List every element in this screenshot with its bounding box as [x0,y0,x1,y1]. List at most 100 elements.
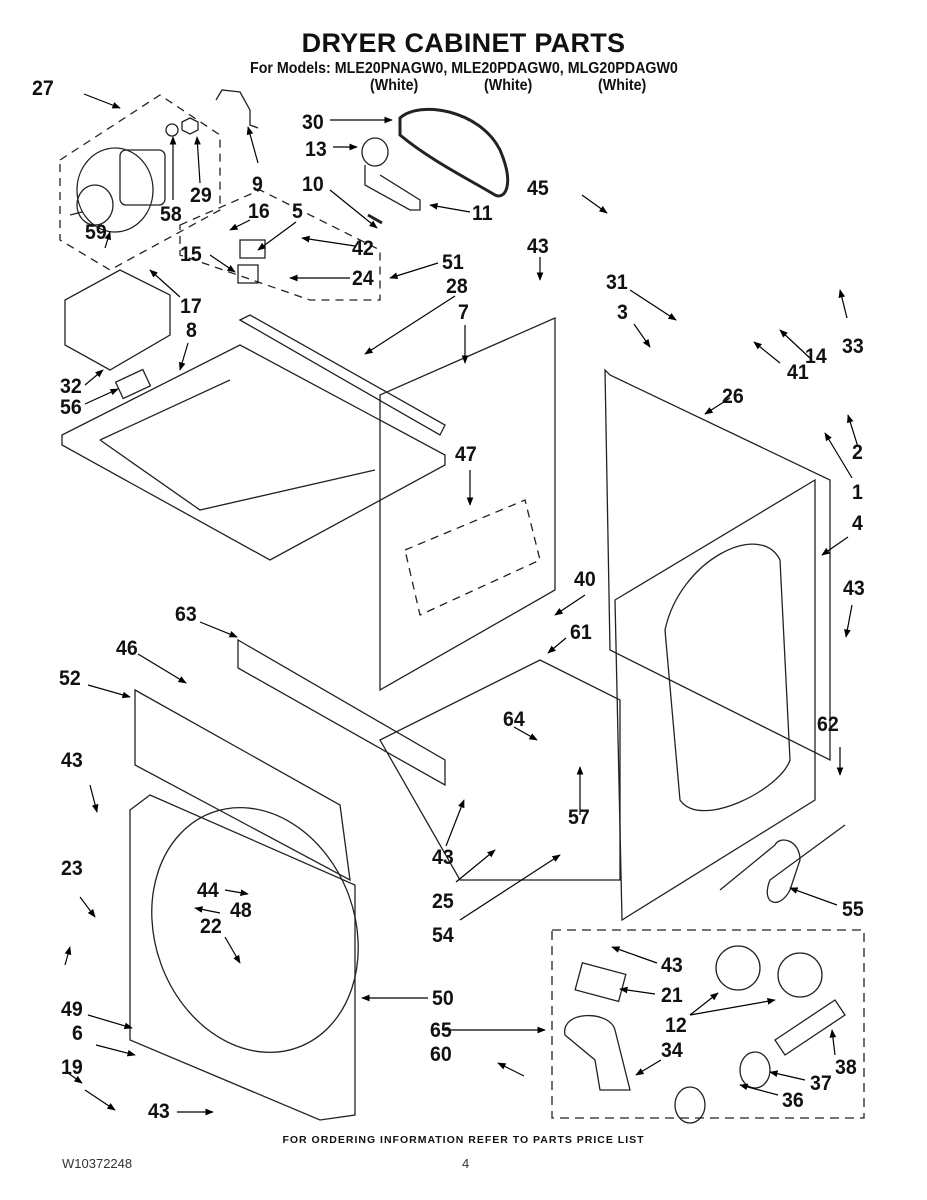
callout-5: 5 [292,200,303,223]
callout-4: 4 [852,512,863,535]
motor-clamp [215,89,259,129]
callout-48: 48 [230,899,252,922]
callout-65: 65 [430,1019,452,1042]
callout-36: 36 [782,1089,804,1112]
document-id: W10372248 [62,1156,133,1171]
cabinet-side-left [379,317,556,692]
callout-60: 60 [430,1043,452,1066]
callout-43-top: 43 [527,235,549,258]
motor-nut [181,117,199,135]
callout-13: 13 [305,138,327,161]
control-board [404,499,541,616]
models-line: For Models: MLE20PNAGW0, MLE20PDAGW0, ML… [250,60,678,77]
callout-10: 10 [302,173,324,196]
callout-1: 1 [852,481,863,504]
callout-26: 26 [722,385,744,408]
callout-57: 57 [568,806,590,829]
callout-58: 58 [160,203,182,226]
callout-47: 47 [455,443,477,466]
callout-50: 50 [432,987,454,1010]
callout-52: 52 [59,667,81,690]
callout-43-base: 43 [432,846,454,869]
callout-37: 37 [810,1072,832,1095]
callout-61: 61 [570,621,592,644]
callout-16: 16 [248,200,270,223]
callout-44: 44 [197,879,219,902]
callout-11: 11 [472,202,493,225]
vent-clamp [674,1086,706,1124]
callout-38: 38 [835,1056,857,1079]
callout-55: 55 [842,898,864,921]
callout-40: 40 [574,568,596,591]
callout-2: 2 [852,441,863,464]
callout-59: 59 [85,221,107,244]
callout-14: 14 [805,345,827,368]
rear-panel [604,368,831,762]
callout-32: 32 [60,375,82,398]
callout-17: 17 [180,295,202,318]
callout-9: 9 [252,173,263,196]
drive-belt [398,107,510,198]
ordering-note: FOR ORDERING INFORMATION REFER TO PARTS … [282,1134,645,1146]
callout-31: 31 [606,271,628,294]
callout-25: 25 [432,890,454,913]
callout-62: 62 [817,713,839,736]
callout-43-left: 43 [61,749,83,772]
idler-assembly [361,137,421,211]
model-color-1: (White) [370,77,419,94]
callout-45: 45 [527,177,549,200]
callout-6: 6 [72,1022,83,1045]
drive-motor [69,147,166,233]
callout-22: 22 [200,915,222,938]
callout-21: 21 [661,984,683,1007]
callout-33: 33 [842,335,864,358]
callout-43-vent: 43 [661,954,683,977]
callout-41: 41 [787,361,809,384]
callout-27: 27 [32,77,54,100]
model-color-2: (White) [484,77,533,94]
callout-51: 51 [442,251,464,274]
top-rear-trim [238,314,446,436]
power-cord [719,824,846,903]
vent-kit-outline [551,929,865,1119]
vent-cover-plate [574,961,627,1003]
top-panel [61,344,446,561]
page-number: 4 [462,1156,470,1171]
insulation-pad [114,368,152,400]
callout-7: 7 [458,301,469,324]
vent-cap-2 [777,952,823,998]
vent-elbow [564,1014,631,1091]
idler-spring [367,213,383,225]
callout-64: 64 [503,708,525,731]
model-color-3: (White) [598,77,647,94]
callout-28: 28 [446,275,468,298]
control-console [134,688,351,882]
motor-kit-outline [59,94,221,271]
vent-pipe-long [774,999,846,1056]
callout-30: 30 [302,111,324,134]
callout-54: 54 [432,924,454,947]
vent-cap-1 [715,945,761,991]
callout-46: 46 [116,637,138,660]
motor-pulley [165,123,179,137]
callout-43-right: 43 [843,577,865,600]
cabinet-side-right [614,478,816,922]
switch-bracket [237,264,259,284]
callout-42: 42 [352,237,374,260]
callout-12: 12 [665,1014,687,1037]
switch-kit-outline [179,189,381,301]
callout-43-bottom: 43 [148,1100,170,1123]
callout-29: 29 [190,184,212,207]
vent-coupling [739,1051,771,1089]
front-panel [129,794,356,1121]
front-frame [237,638,446,787]
base-bracket [64,269,171,371]
door-opening [151,807,359,1053]
callout-24: 24 [352,267,374,290]
callout-63: 63 [175,603,197,626]
cabinet-base [379,659,621,881]
page-title: DRYER CABINET PARTS [301,28,626,58]
door-switch [239,239,266,259]
callout-3: 3 [617,301,628,324]
